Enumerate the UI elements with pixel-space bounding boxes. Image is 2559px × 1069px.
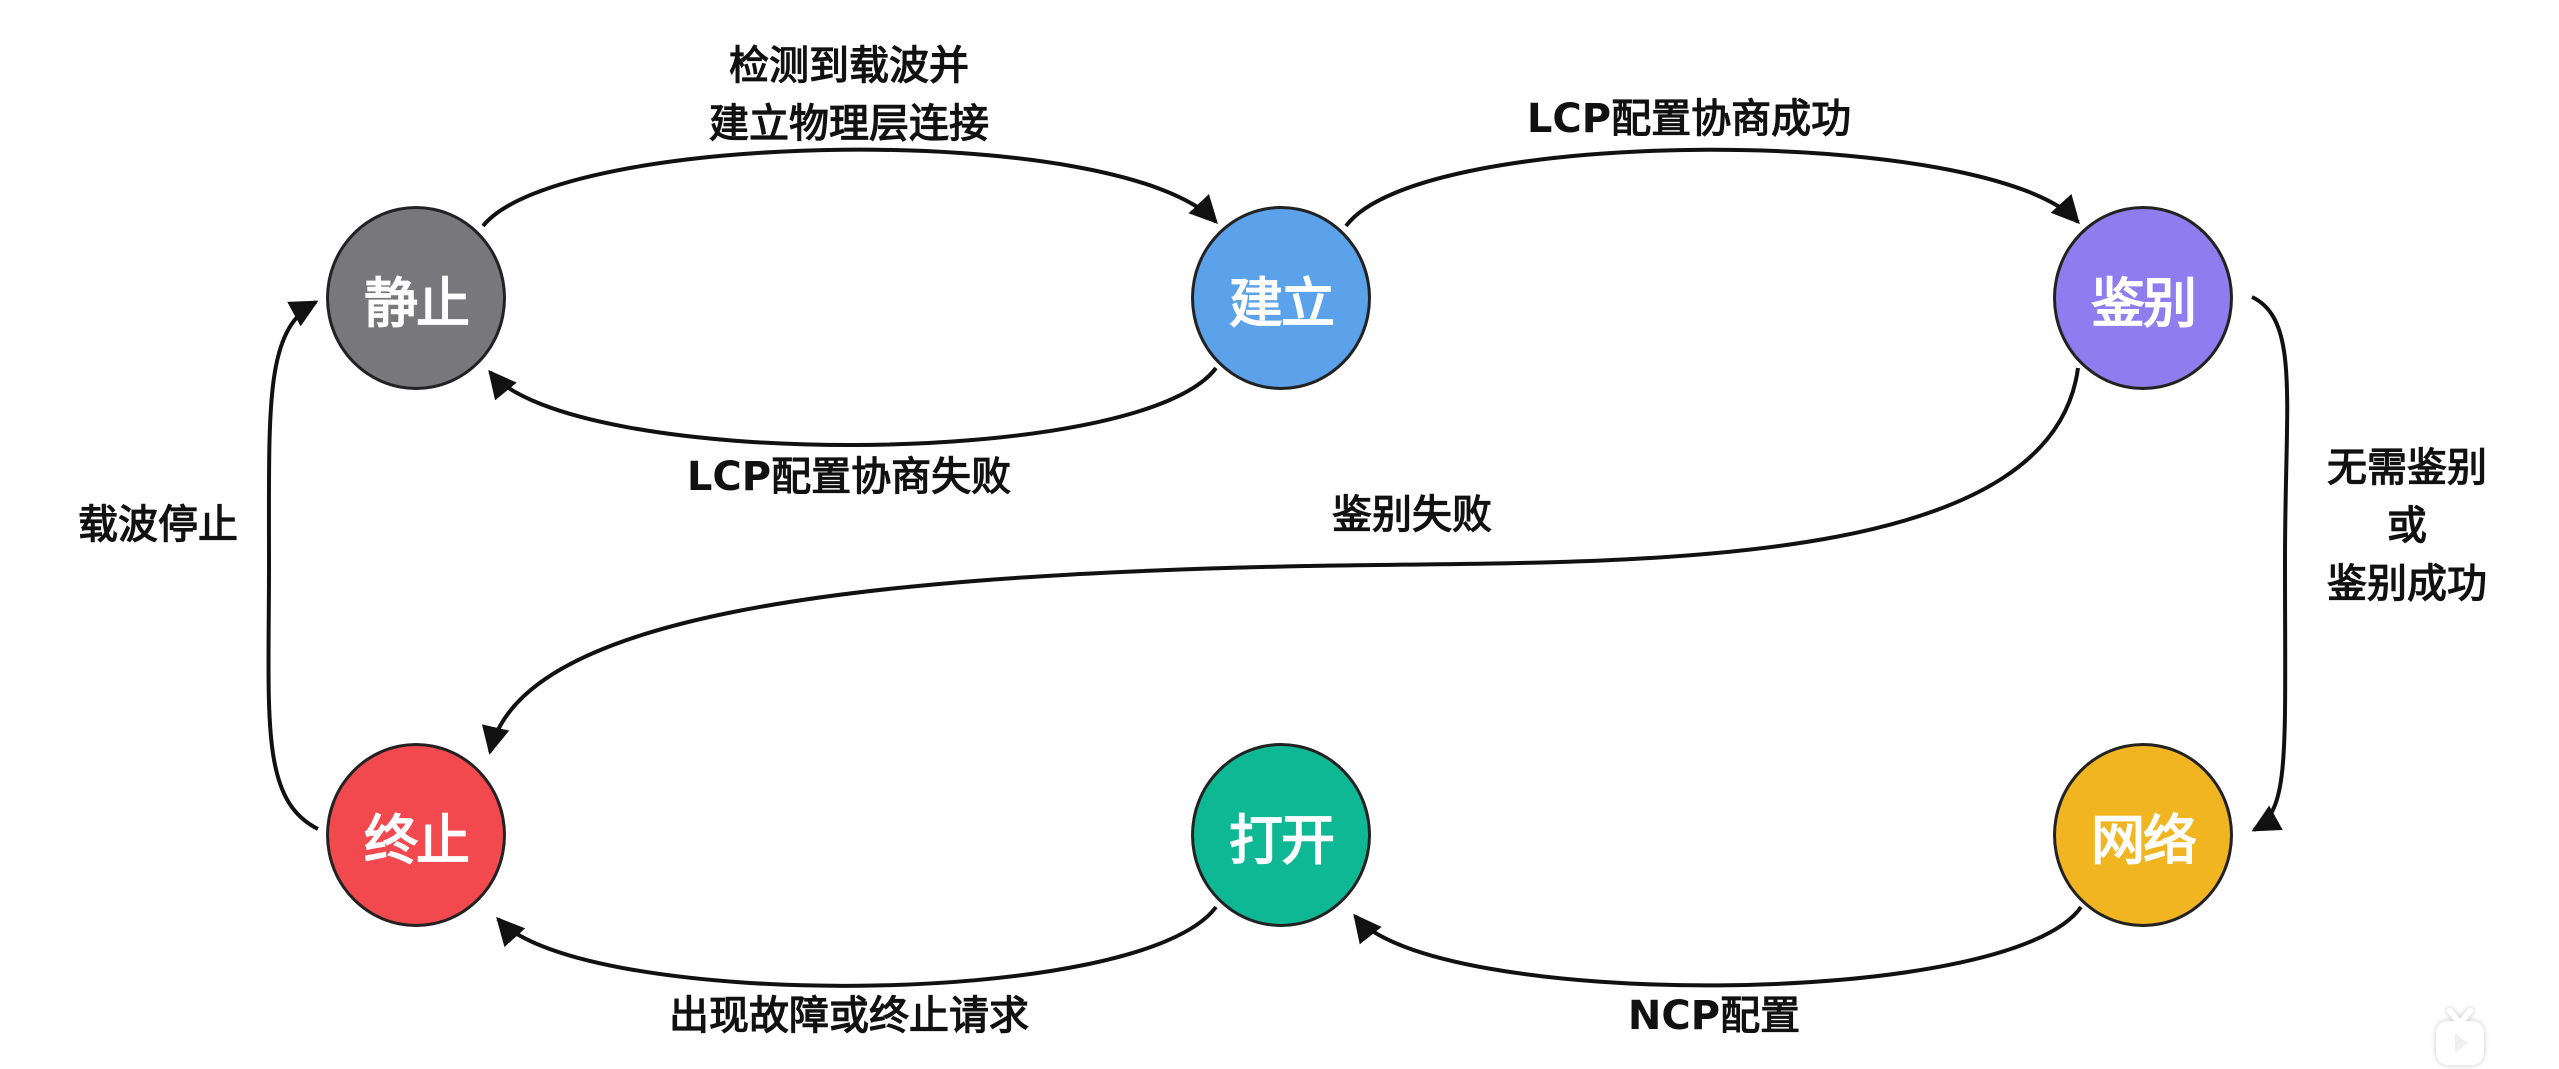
arrow-network-to-open <box>1353 905 2083 988</box>
label-establish-to-quiescent: LCP配置协商失败 <box>686 454 1012 500</box>
label-establish-to-authenticate: LCP配置协商成功 <box>1526 96 1852 142</box>
arrow-quiescent-to-establish <box>481 147 1218 228</box>
state-establish: 建立 <box>1191 206 1371 390</box>
state-open: 打开 <box>1191 743 1371 927</box>
arrow-establish-to-quiescent <box>488 366 1218 447</box>
label-line: 或 <box>2387 503 2427 549</box>
arrow-authenticate-to-terminate <box>481 367 2080 755</box>
label-quiescent-to-establish: 检测到载波并 建立物理层连接 <box>709 37 989 153</box>
arrow-open-to-terminate <box>496 905 1218 988</box>
arrow-establish-to-authenticate <box>1344 147 2080 228</box>
state-authenticate: 鉴别 <box>2053 206 2233 390</box>
state-terminate: 终止 <box>326 743 506 927</box>
label-authenticate-to-terminate: 鉴别失败 <box>1332 492 1492 538</box>
arrow-terminate-to-quiescent <box>266 300 319 831</box>
label-network-to-open: NCP配置 <box>1627 993 1801 1039</box>
label-line: 鉴别成功 <box>2327 561 2487 607</box>
arrow-authenticate-to-network <box>2251 295 2290 832</box>
label-terminate-to-quiescent: 载波停止 <box>78 502 238 548</box>
label-line: 检测到载波并 <box>729 43 969 89</box>
state-quiescent: 静止 <box>326 206 506 390</box>
label-authenticate-to-network: 无需鉴别 或 鉴别成功 <box>2327 439 2487 613</box>
state-network: 网络 <box>2053 743 2233 927</box>
label-line: 无需鉴别 <box>2327 445 2487 491</box>
label-line: 建立物理层连接 <box>709 101 989 147</box>
label-open-to-terminate: 出现故障或终止请求 <box>669 993 1029 1039</box>
tv-play-watermark-icon <box>2436 1008 2484 1065</box>
